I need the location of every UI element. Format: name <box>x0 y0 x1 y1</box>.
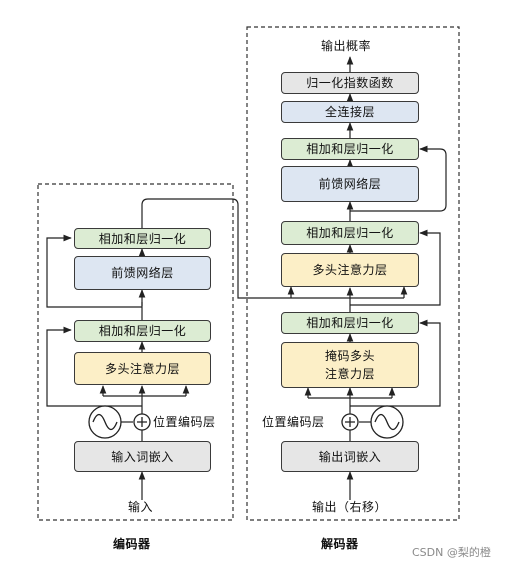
dec-positional-encoding-label: 位置编码层 <box>262 415 325 429</box>
dec-plus-icon <box>341 413 359 431</box>
dec-feed-forward: 前馈网络层 <box>281 166 419 202</box>
enc-plus-icon <box>133 413 151 431</box>
decoder-caption: 解码器 <box>321 537 359 551</box>
encoder-caption: 编码器 <box>113 537 151 551</box>
dec-sine-wave-icon <box>370 405 404 439</box>
enc-add-norm-2: 相加和层归一化 <box>74 228 211 249</box>
enc-sine-wave-icon <box>88 405 122 439</box>
enc-residual-2 <box>46 234 142 308</box>
enc-positional-encoding-label: 位置编码层 <box>153 415 216 429</box>
dec-add-norm-3: 相加和层归一化 <box>281 138 419 160</box>
decoder-container <box>246 26 460 521</box>
enc-residual-1 <box>46 326 142 407</box>
dec-softmax: 归一化指数函数 <box>281 72 419 94</box>
dec-input-label: 输出（右移） <box>312 500 388 514</box>
dec-masked-multi-head-attention: 掩码多头 注意力层 <box>281 342 419 388</box>
enc-plus-to-mha <box>103 395 186 414</box>
watermark: CSDN @梨的橙 <box>412 546 491 559</box>
enc-feed-forward: 前馈网络层 <box>74 256 211 290</box>
dec-add-norm-2: 相加和层归一化 <box>281 221 419 245</box>
enc-input-label: 输入 <box>128 500 154 514</box>
dec-linear: 全连接层 <box>281 101 419 123</box>
dec-add-norm-1: 相加和层归一化 <box>281 312 419 334</box>
enc-to-dec-connection <box>141 198 404 299</box>
output-probabilities-label: 输出概率 <box>321 39 372 53</box>
dec-residual-3 <box>350 145 447 212</box>
enc-multi-head-attention: 多头注意力层 <box>74 352 211 385</box>
dec-multi-head-attention: 多头注意力层 <box>281 253 419 287</box>
dec-residual-1 <box>350 319 441 407</box>
enc-input-embedding: 输入词嵌入 <box>74 441 211 472</box>
dec-output-embedding: 输出词嵌入 <box>281 441 419 472</box>
enc-add-norm-1: 相加和层归一化 <box>74 320 211 342</box>
dec-residual-2 <box>350 229 441 306</box>
